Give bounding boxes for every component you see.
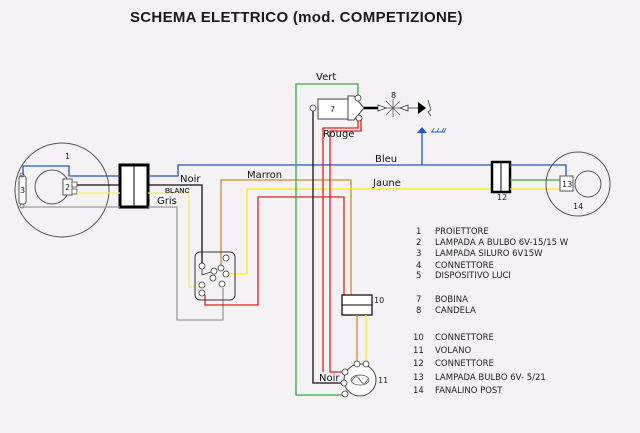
wire-bleu-headlight: [22, 165, 120, 177]
legend-num: 10: [413, 333, 424, 343]
legend-num: 2: [416, 238, 421, 248]
wire-noir-coil: [312, 110, 342, 384]
legend-num: 7: [416, 295, 421, 305]
wire-vert: [295, 83, 359, 396]
wire-gris-main: [148, 206, 224, 321]
num-13: 13: [562, 180, 572, 189]
legend-label: PROIETTORE: [435, 227, 489, 237]
legend-num: 8: [416, 306, 421, 316]
wire-rouge-coil-a: [329, 118, 362, 373]
connector-12: [490, 160, 512, 194]
label-jaune: Jaune: [372, 178, 401, 189]
num-3: 3: [20, 186, 25, 195]
legend: 1 PROIETTORE 2 LAMPADA A BULBO 6V-15/15 …: [413, 227, 569, 396]
num-12: 12: [497, 193, 507, 202]
legend-num: 13: [413, 373, 424, 383]
legend-label: BOBINA: [435, 295, 468, 305]
legend-label: CONNETTORE: [435, 261, 494, 271]
legend-label: CANDELA: [435, 306, 476, 316]
wire-marron: [220, 179, 352, 295]
num-10: 10: [374, 296, 384, 305]
ground-symbol: [417, 127, 447, 165]
label-noir-bottom: Noir: [319, 373, 340, 384]
label-noir: Noir: [180, 174, 201, 185]
num-11: 11: [378, 376, 388, 385]
legend-label: DISPOSITIVO LUCI: [435, 271, 511, 281]
headlight-projector: [14, 142, 110, 238]
legend-num: 4: [416, 261, 421, 271]
label-gris: Gris: [157, 196, 177, 207]
bulb-13: [559, 175, 574, 192]
label-marron: Marron: [247, 170, 282, 181]
legend-num: 1: [416, 227, 421, 237]
num-7: 7: [330, 105, 335, 114]
label-bleu: Bleu: [375, 154, 397, 165]
legend-label: CONNETTORE: [435, 333, 494, 343]
diagram-title: SCHEMA ELETTRICO (mod. COMPETIZIONE): [130, 9, 463, 26]
wire-jaune: [229, 188, 492, 275]
label-blanc: BLANC: [165, 188, 190, 195]
legend-label: FANALINO POST: [435, 386, 503, 396]
legend-num: 3: [416, 249, 421, 259]
flywheel-11: [340, 360, 377, 398]
label-rouge: Rouge: [323, 129, 354, 140]
wire-bleu-tail: [510, 164, 567, 176]
light-switch-5: [194, 251, 236, 301]
legend-label: LAMPADA BULBO 6V- 5/21: [435, 373, 546, 383]
spark-plug-8: [377, 99, 432, 117]
legend-num: 14: [413, 386, 424, 396]
connector-4: [118, 163, 150, 209]
legend-label: LAMPADA SILURO 6V15W: [435, 249, 543, 259]
legend-num: 5: [416, 271, 421, 281]
legend-label: VOLANO: [435, 346, 471, 356]
wire-rouge-coil-c: [322, 118, 359, 372]
legend-num: 12: [413, 359, 424, 369]
ignition-coil-7: [309, 94, 378, 122]
legend-label: CONNETTORE: [435, 359, 494, 369]
num-2: 2: [65, 183, 70, 192]
num-8: 8: [391, 91, 396, 100]
legend-num: 11: [413, 346, 424, 356]
num-1: 1: [65, 152, 70, 161]
num-14: 14: [573, 202, 583, 211]
wire-noir-main: [148, 184, 203, 268]
legend-label: LAMPADA A BULBO 6V-15/15 W: [435, 238, 569, 248]
connector-10: [341, 294, 373, 316]
wire-bleu: [148, 164, 492, 177]
tail-light-14: [545, 151, 611, 217]
label-vert: Vert: [316, 72, 336, 83]
